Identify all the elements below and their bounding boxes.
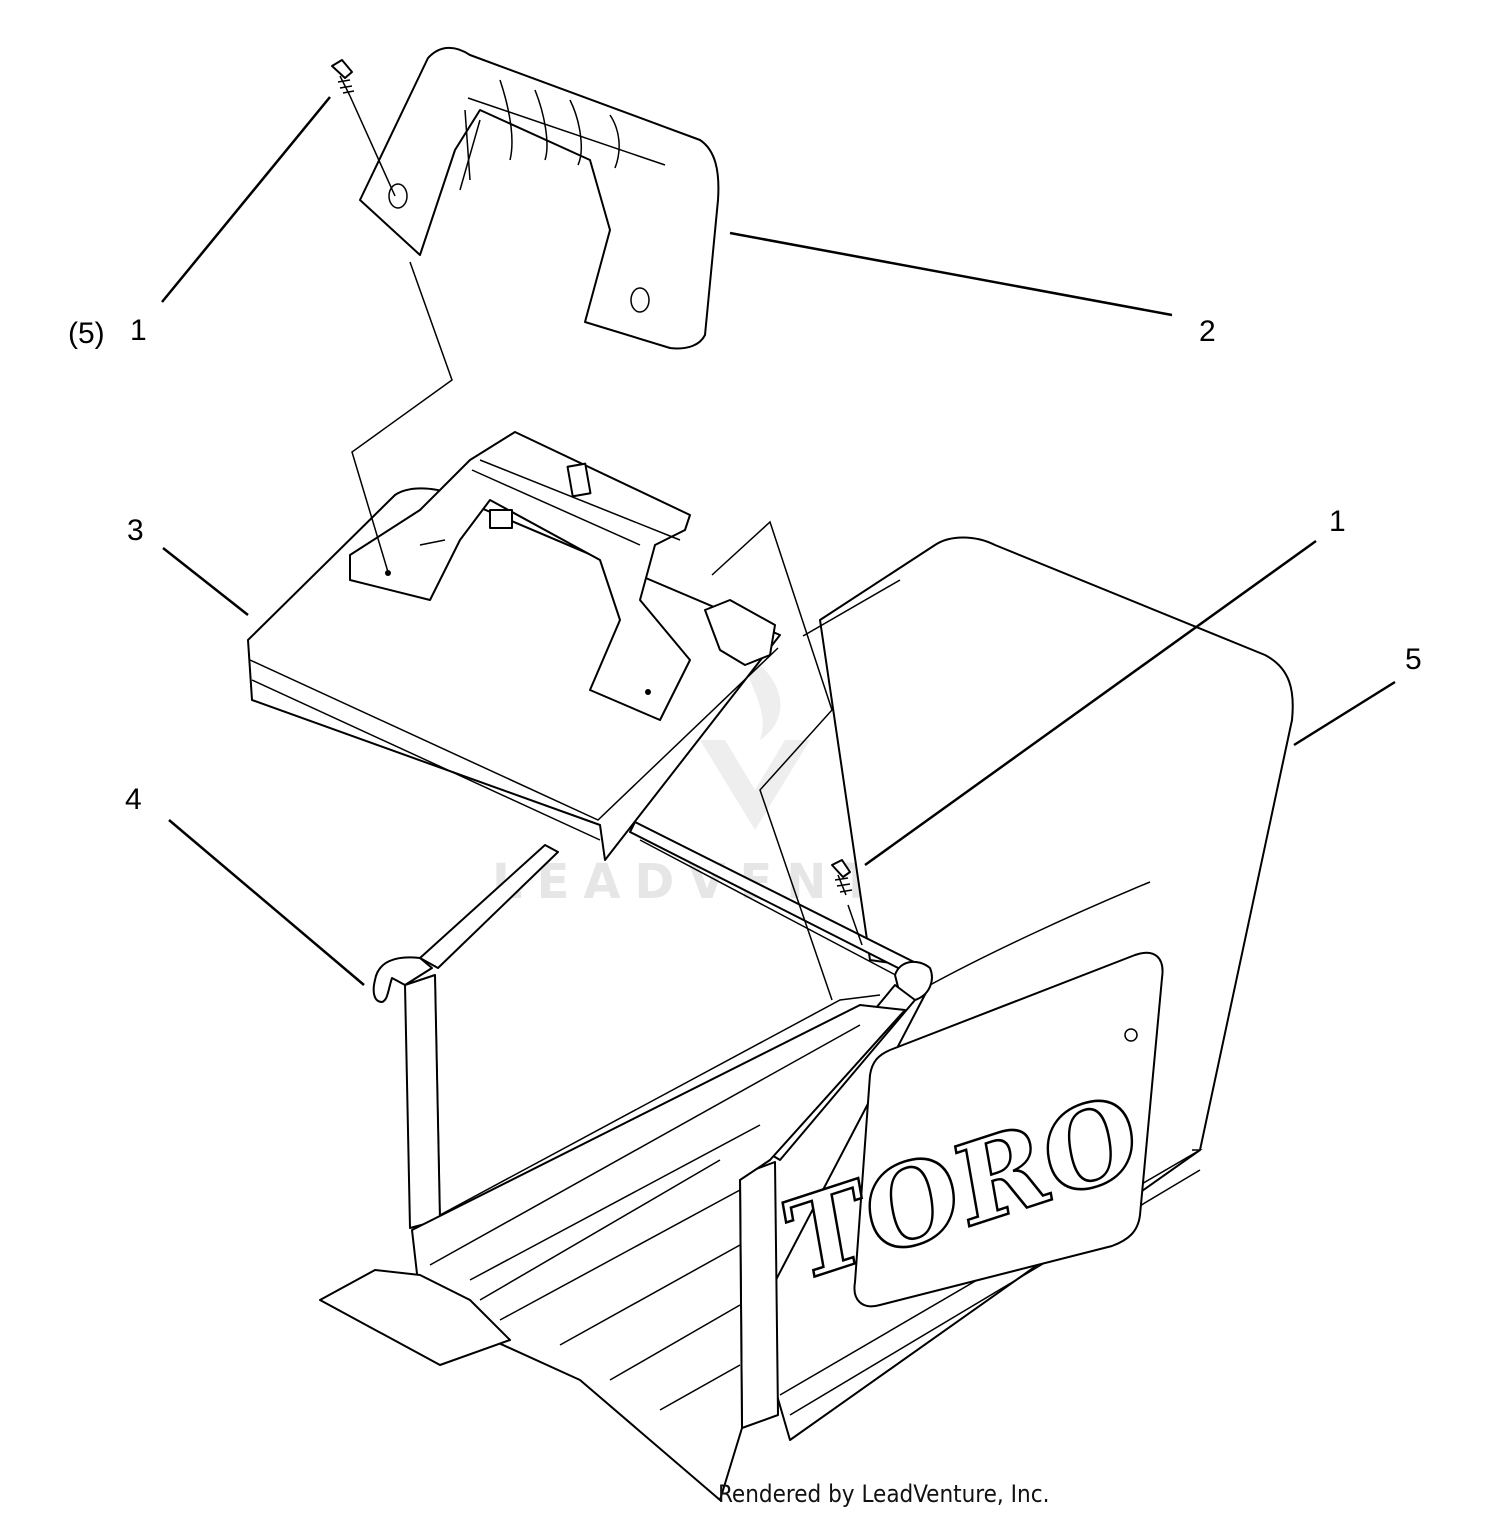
callout-item2: 2 <box>1199 315 1216 348</box>
leader-item4 <box>168 819 365 986</box>
assembly-guide-lines <box>349 95 901 1001</box>
bag-lid <box>247 431 781 861</box>
handle-grip <box>359 46 720 350</box>
leader-item2 <box>729 231 1173 317</box>
screw-top-left <box>331 59 355 97</box>
render-credit-caption: Rendered by LeadVenture, Inc. <box>718 1480 1049 1508</box>
leader-item1-right <box>864 539 1317 867</box>
leader-lines <box>161 96 1396 986</box>
callout-item3: 3 <box>127 514 144 547</box>
callout-item1-right: 1 <box>1329 505 1346 538</box>
leader-item3 <box>162 547 249 616</box>
leader-item5 <box>1293 680 1396 747</box>
bag-floor <box>319 1004 906 1501</box>
callout-item5: 5 <box>1405 643 1422 676</box>
leader-item1-top <box>161 96 331 303</box>
grass-bag-body: TORO <box>754 536 1294 1441</box>
callout-item1-quantity: (5) <box>68 317 105 350</box>
screw-right <box>831 859 853 896</box>
callout-item1-top: 1 <box>130 314 147 347</box>
registered-mark-icon <box>1124 1028 1138 1042</box>
callout-item4: 4 <box>125 783 142 816</box>
